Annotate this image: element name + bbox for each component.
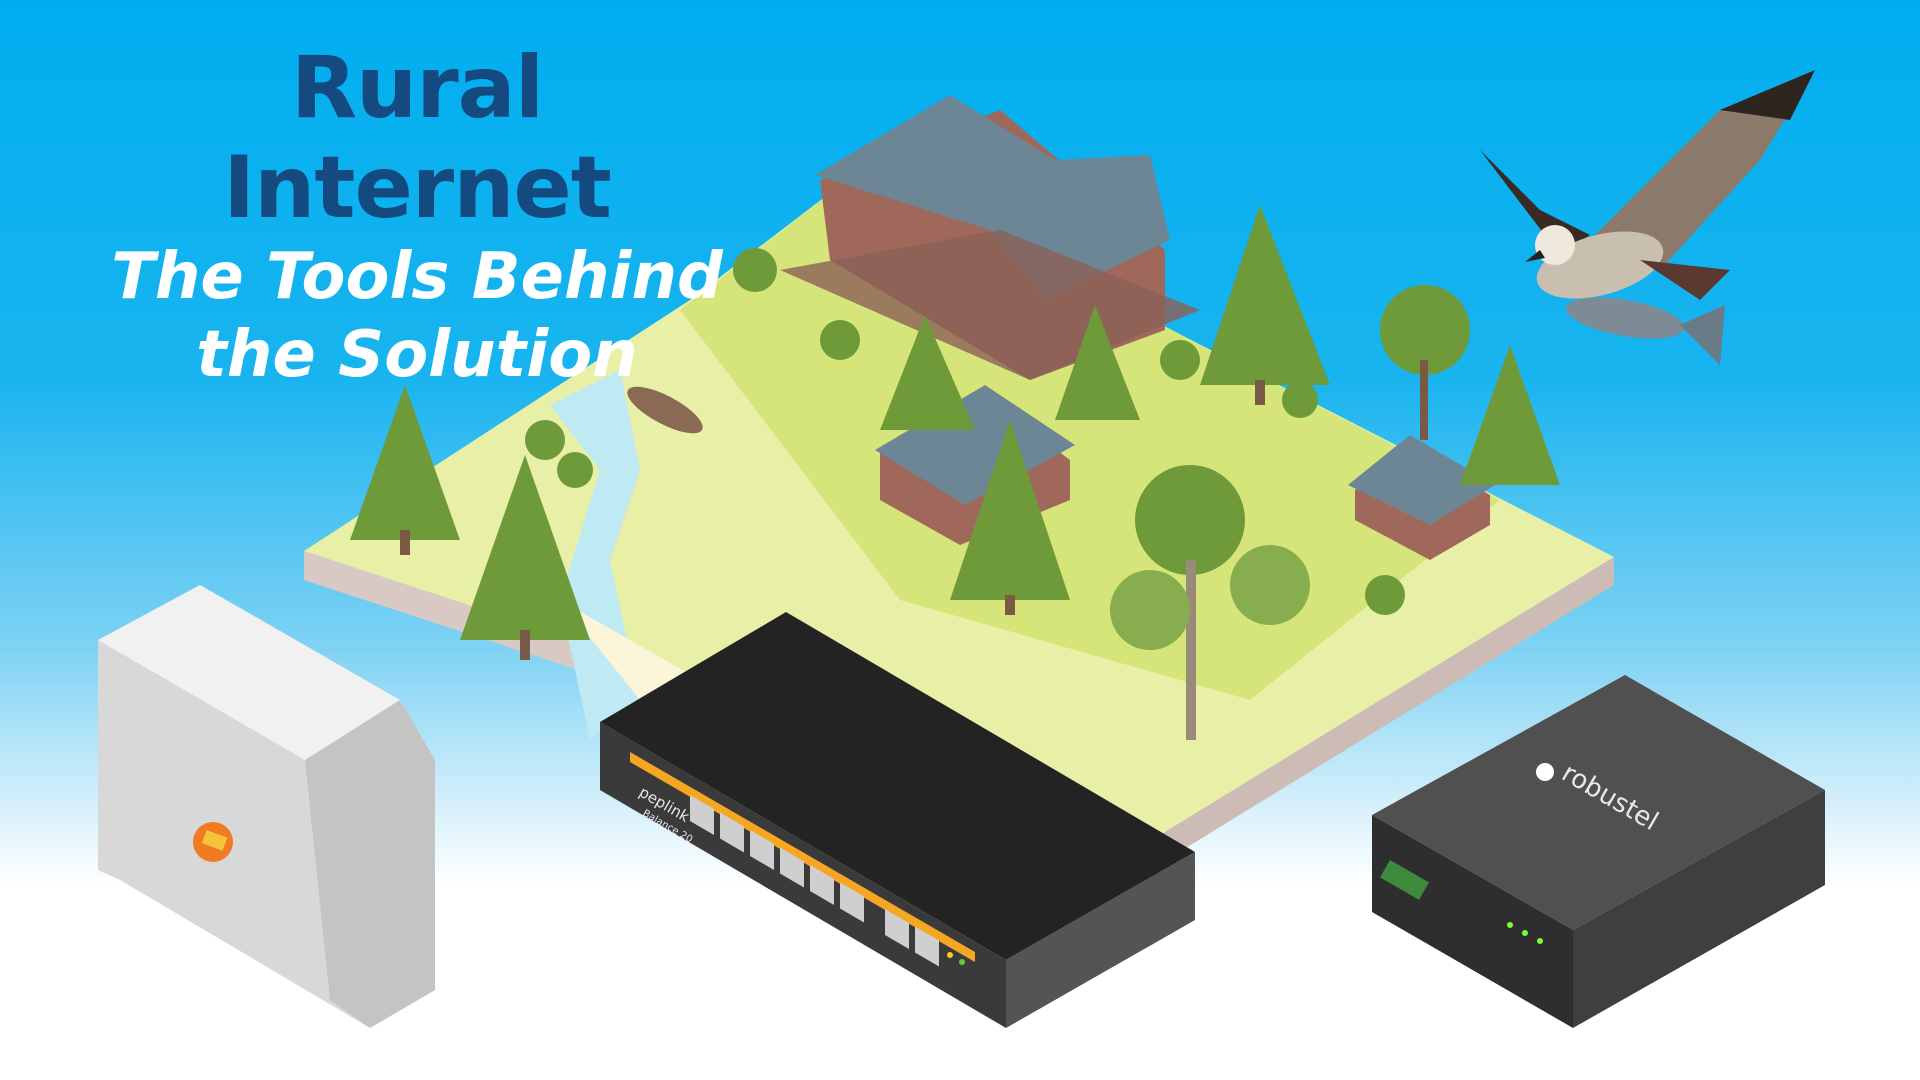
headline: Rural Internet The Tools Behind the Solu… bbox=[92, 38, 742, 394]
title: Rural Internet bbox=[223, 38, 612, 238]
boat bbox=[627, 386, 703, 434]
ethernet-port bbox=[780, 847, 804, 888]
ethernet-port bbox=[750, 830, 774, 870]
ethernet-port bbox=[810, 865, 834, 905]
robustel-router: robustel bbox=[1372, 675, 1825, 1028]
trees bbox=[350, 205, 1560, 740]
ethernet-port bbox=[720, 812, 744, 853]
ethernet-port bbox=[840, 882, 864, 923]
osprey-with-fish bbox=[1480, 70, 1815, 365]
ethernet-ports bbox=[690, 795, 939, 967]
peplink-switch: peplink Balance 20 bbox=[600, 612, 1195, 1028]
white-access-point-device bbox=[98, 585, 435, 1028]
ethernet-port bbox=[915, 926, 939, 967]
cabin bbox=[1348, 435, 1495, 560]
subtitle-line-2: the Solution bbox=[196, 318, 638, 392]
ethernet-port bbox=[690, 795, 714, 835]
ethernet-port bbox=[885, 909, 909, 949]
subtitle-line-1: The Tools Behind bbox=[111, 240, 723, 314]
